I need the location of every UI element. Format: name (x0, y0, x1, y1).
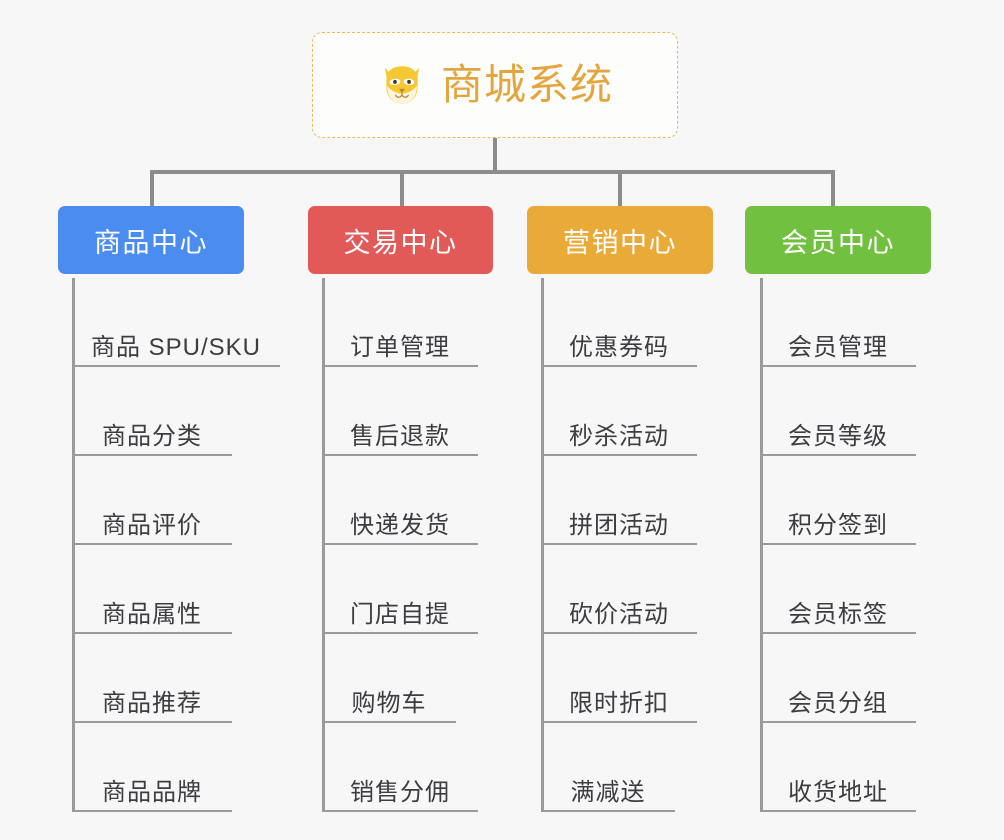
branch-leaf-label: 销售分佣 (350, 778, 450, 806)
branch-leaf-item[interactable]: 商品 SPU/SKU (72, 278, 280, 367)
branch-leaf-label: 秒杀活动 (569, 422, 669, 450)
branch-leaf-item[interactable]: 快递发货 (322, 456, 478, 545)
branch-leaf-item[interactable]: 拼团活动 (541, 456, 697, 545)
branch-leaf-item[interactable]: 商品推荐 (72, 634, 232, 723)
branch-leaf-item[interactable]: 收货地址 (760, 723, 916, 812)
branch-leaf-label: 门店自提 (350, 600, 450, 628)
branch-leaf-label: 收货地址 (788, 778, 888, 806)
branch-leaf-label: 积分签到 (788, 511, 888, 539)
connector-drop-1 (150, 170, 154, 208)
branch-leaf-item[interactable]: 积分签到 (760, 456, 916, 545)
category-header-member[interactable]: 会员中心 (745, 206, 931, 274)
branch-leaf-label: 商品分类 (102, 422, 202, 450)
category-header-label: 商品中心 (94, 227, 208, 258)
connector-root-stem (493, 138, 497, 172)
connector-drop-3 (618, 170, 622, 208)
branch-leaf-item[interactable]: 商品品牌 (72, 723, 232, 812)
branch-leaf-label: 商品 SPU/SKU (90, 333, 262, 361)
branch-leaf-item[interactable]: 商品评价 (72, 456, 232, 545)
branch-leaf-item[interactable]: 会员等级 (760, 367, 916, 456)
branch-leaf-item[interactable]: 满减送 (541, 723, 675, 812)
branch-leaf-label: 会员管理 (788, 333, 888, 361)
branch-leaf-item[interactable]: 订单管理 (322, 278, 478, 367)
branch-leaf-item[interactable]: 商品分类 (72, 367, 232, 456)
branch-leaf-label: 商品品牌 (102, 778, 202, 806)
branch-leaf-item[interactable]: 购物车 (322, 634, 456, 723)
connector-drop-2 (400, 170, 404, 208)
branch-trunk (72, 278, 75, 812)
category-header-label: 营销中心 (563, 227, 677, 258)
branch-trunk (541, 278, 544, 812)
branch-leaf-label: 商品评价 (102, 511, 202, 539)
category-header-label: 会员中心 (781, 227, 895, 258)
connector-drop-4 (831, 170, 835, 208)
branch-leaf-label: 限时折扣 (569, 689, 669, 717)
branch-leaf-item[interactable]: 会员分组 (760, 634, 916, 723)
branch-leaf-label: 优惠券码 (569, 333, 669, 361)
category-header-product[interactable]: 商品中心 (58, 206, 244, 274)
branch-leaf-item[interactable]: 限时折扣 (541, 634, 697, 723)
branch-leaf-item[interactable]: 门店自提 (322, 545, 478, 634)
branch-leaf-label: 砍价活动 (569, 600, 669, 628)
branch-leaf-item[interactable]: 销售分佣 (322, 723, 478, 812)
root-node[interactable]: 商城系统 (312, 32, 678, 138)
branch-leaf-label: 快递发货 (350, 511, 450, 539)
branch-leaf-item[interactable]: 商品属性 (72, 545, 232, 634)
branch-leaf-label: 商品推荐 (102, 689, 202, 717)
branch-leaf-label: 满减送 (570, 778, 646, 806)
branch-leaf-item[interactable]: 会员管理 (760, 278, 916, 367)
branch-leaf-label: 订单管理 (350, 333, 450, 361)
category-header-trade[interactable]: 交易中心 (308, 206, 493, 274)
branch-leaf-label: 商品属性 (102, 600, 202, 628)
branch-trunk (760, 278, 763, 812)
branch-leaf-label: 会员标签 (788, 600, 888, 628)
branch-leaf-item[interactable]: 砍价活动 (541, 545, 697, 634)
branch-leaf-label: 会员等级 (788, 422, 888, 450)
branch-leaf-label: 购物车 (351, 689, 427, 717)
branch-leaf-item[interactable]: 售后退款 (322, 367, 478, 456)
branch-leaf-label: 售后退款 (350, 422, 450, 450)
fox-face-icon (384, 66, 420, 104)
category-header-label: 交易中心 (343, 227, 458, 258)
branch-trunk (322, 278, 325, 812)
connector-horizontal-bus (150, 170, 834, 174)
category-header-marketing[interactable]: 营销中心 (527, 206, 713, 274)
branch-leaf-item[interactable]: 秒杀活动 (541, 367, 697, 456)
branch-leaf-item[interactable]: 会员标签 (760, 545, 916, 634)
branch-leaf-label: 会员分组 (788, 689, 888, 717)
branch-leaf-item[interactable]: 优惠券码 (541, 278, 697, 367)
root-title: 商城系统 (440, 61, 613, 108)
branch-leaf-label: 拼团活动 (569, 511, 669, 539)
